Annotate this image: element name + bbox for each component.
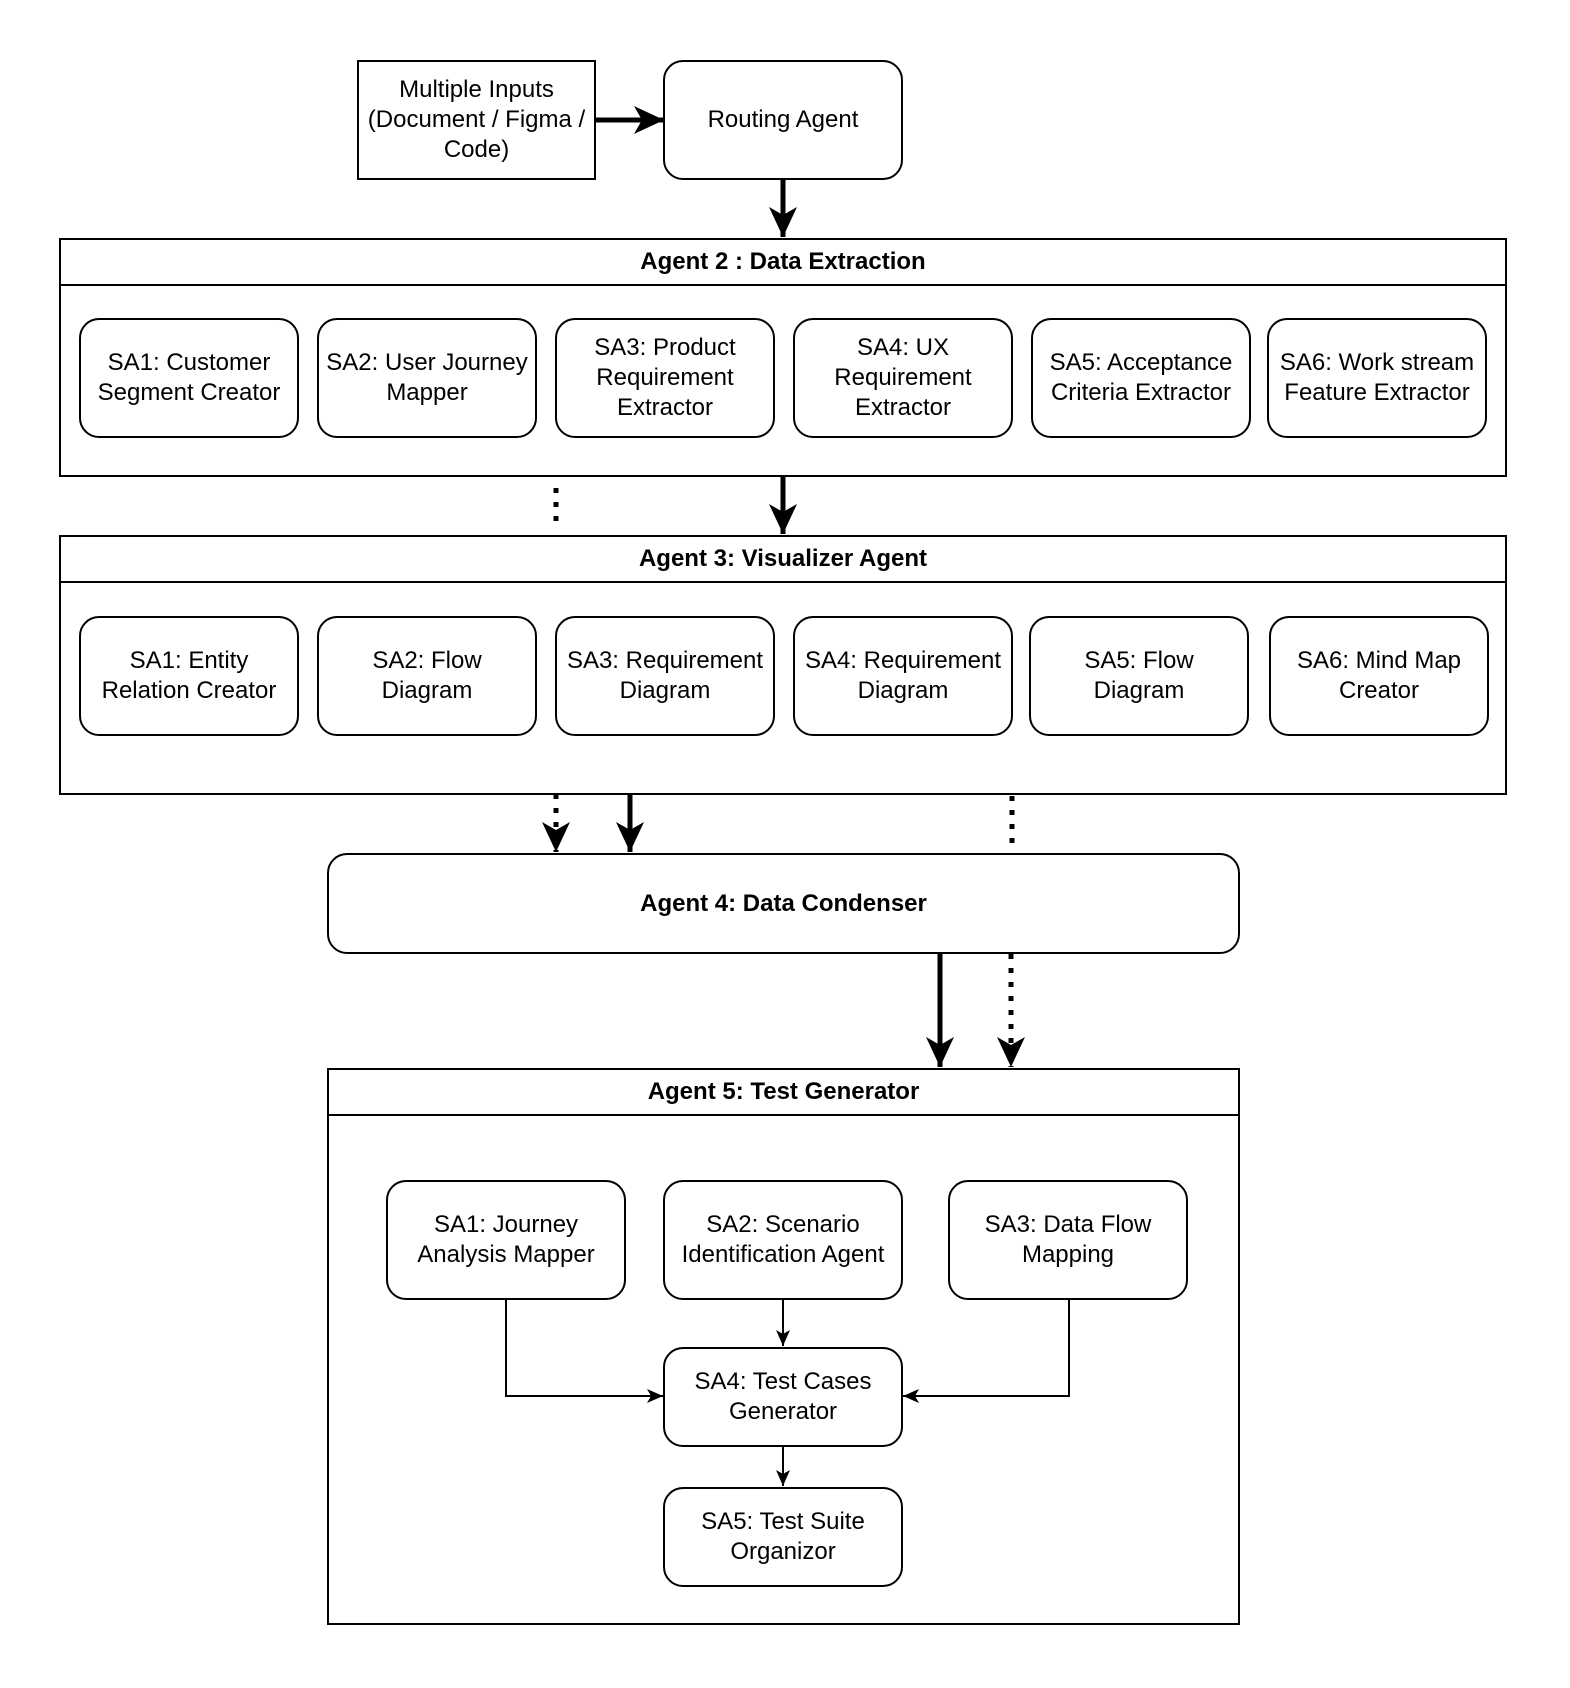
agent2-sa6: SA6: Work stream Feature Extractor xyxy=(1267,318,1487,438)
agent3-sa3: SA3: Requirement Diagram xyxy=(555,616,775,736)
agent3-sa1: SA1: Entity Relation Creator xyxy=(79,616,299,736)
agent5-sa3: SA3: Data Flow Mapping xyxy=(948,1180,1188,1300)
agent2-sa3: SA3: Product Requirement Extractor xyxy=(555,318,775,438)
agent3-sa5: SA5: Flow Diagram xyxy=(1029,616,1249,736)
agent2-sa1: SA1: Customer Segment Creator xyxy=(79,318,299,438)
agent2-data-extraction: Agent 2 : Data Extraction xyxy=(59,238,1507,477)
agent2-sa5: SA5: Acceptance Criteria Extractor xyxy=(1031,318,1251,438)
agent5-sa1: SA1: Journey Analysis Mapper xyxy=(386,1180,626,1300)
agent5-sa5: SA5: Test Suite Organizor xyxy=(663,1487,903,1587)
agent3-visualizer: Agent 3: Visualizer Agent xyxy=(59,535,1507,795)
agent2-sa4: SA4: UX Requirement Extractor xyxy=(793,318,1013,438)
inputs-box: Multiple Inputs (Document / Figma / Code… xyxy=(357,60,596,180)
agent5-sa4: SA4: Test Cases Generator xyxy=(663,1347,903,1447)
agent4-data-condenser: Agent 4: Data Condenser xyxy=(327,853,1240,954)
agent3-sa6: SA6: Mind Map Creator xyxy=(1269,616,1489,736)
agent5-title: Agent 5: Test Generator xyxy=(329,1070,1238,1116)
agent2-title: Agent 2 : Data Extraction xyxy=(61,240,1505,286)
agent3-title: Agent 3: Visualizer Agent xyxy=(61,537,1505,583)
agent2-sa2: SA2: User Journey Mapper xyxy=(317,318,537,438)
agent3-sa4: SA4: Requirement Diagram xyxy=(793,616,1013,736)
agent5-sa2: SA2: Scenario Identification Agent xyxy=(663,1180,903,1300)
agent3-sa2: SA2: Flow Diagram xyxy=(317,616,537,736)
routing-agent-box: Routing Agent xyxy=(663,60,903,180)
